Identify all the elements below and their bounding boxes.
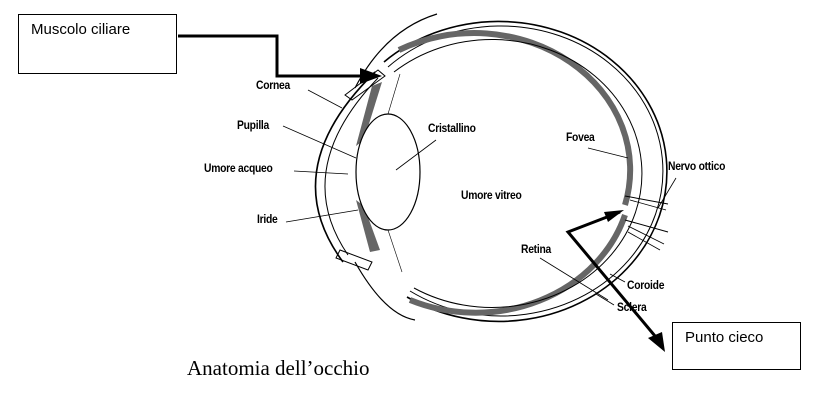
optic-nerve-lower3	[627, 231, 661, 251]
cornea-inner	[324, 77, 379, 256]
choroid-band	[397, 30, 634, 206]
label-sclera: Sclera	[617, 300, 647, 314]
zonule-upper	[387, 73, 401, 115]
retina-line	[393, 39, 643, 309]
leader-fovea	[587, 147, 629, 159]
arrowhead-punto-cieco-top	[604, 210, 624, 222]
label-cristallino: Cristallino	[428, 121, 476, 135]
leader-umore-acqueo	[293, 170, 349, 175]
leader-coroide	[609, 273, 626, 283]
arrow-muscolo-ciliare	[178, 34, 360, 78]
arrowhead-muscolo-ciliare	[360, 68, 382, 84]
label-cornea: Cornea	[256, 78, 291, 92]
zonule-lower	[387, 229, 403, 273]
label-coroide: Coroide	[627, 278, 665, 292]
leader-pupilla	[282, 125, 357, 159]
arrow-punto-cieco	[565, 210, 657, 337]
arrowhead-punto-cieco-bottom	[648, 332, 665, 352]
leader-nervo-ottico	[657, 177, 677, 209]
iris-lower	[356, 200, 380, 252]
ciliary-lower	[335, 249, 373, 271]
cornea-outer	[314, 71, 376, 263]
label-fovea: Fovea	[566, 130, 595, 144]
leader-iride	[285, 209, 359, 223]
lens	[355, 113, 421, 231]
label-umore-vitreo: Umore vitreo	[461, 188, 522, 202]
callout-muscolo-ciliare: Muscolo ciliare	[18, 14, 177, 74]
label-umore-acqueo: Umore acqueo	[204, 161, 273, 175]
optic-nerve-lower	[624, 219, 669, 233]
leader-cristallino	[395, 139, 437, 171]
label-pupilla: Pupilla	[237, 118, 270, 132]
diagram-caption: Anatomia dell’occhio	[187, 356, 370, 380]
label-nervo-ottico: Nervo ottico	[668, 159, 726, 173]
leader-sclera	[595, 293, 615, 306]
sclera-outer	[383, 20, 668, 323]
iris-upper	[356, 82, 382, 146]
label-retina: Retina	[521, 242, 551, 256]
sclera-mid	[387, 25, 664, 317]
sclera-front-lower	[354, 261, 416, 321]
label-iride: Iride	[257, 212, 278, 226]
optic-nerve-upper2	[629, 199, 667, 211]
optic-nerve-lower2	[627, 225, 665, 245]
callout-punto-cieco: Punto cieco	[672, 322, 801, 370]
leader-retina	[539, 257, 609, 301]
leader-cornea	[307, 89, 343, 109]
